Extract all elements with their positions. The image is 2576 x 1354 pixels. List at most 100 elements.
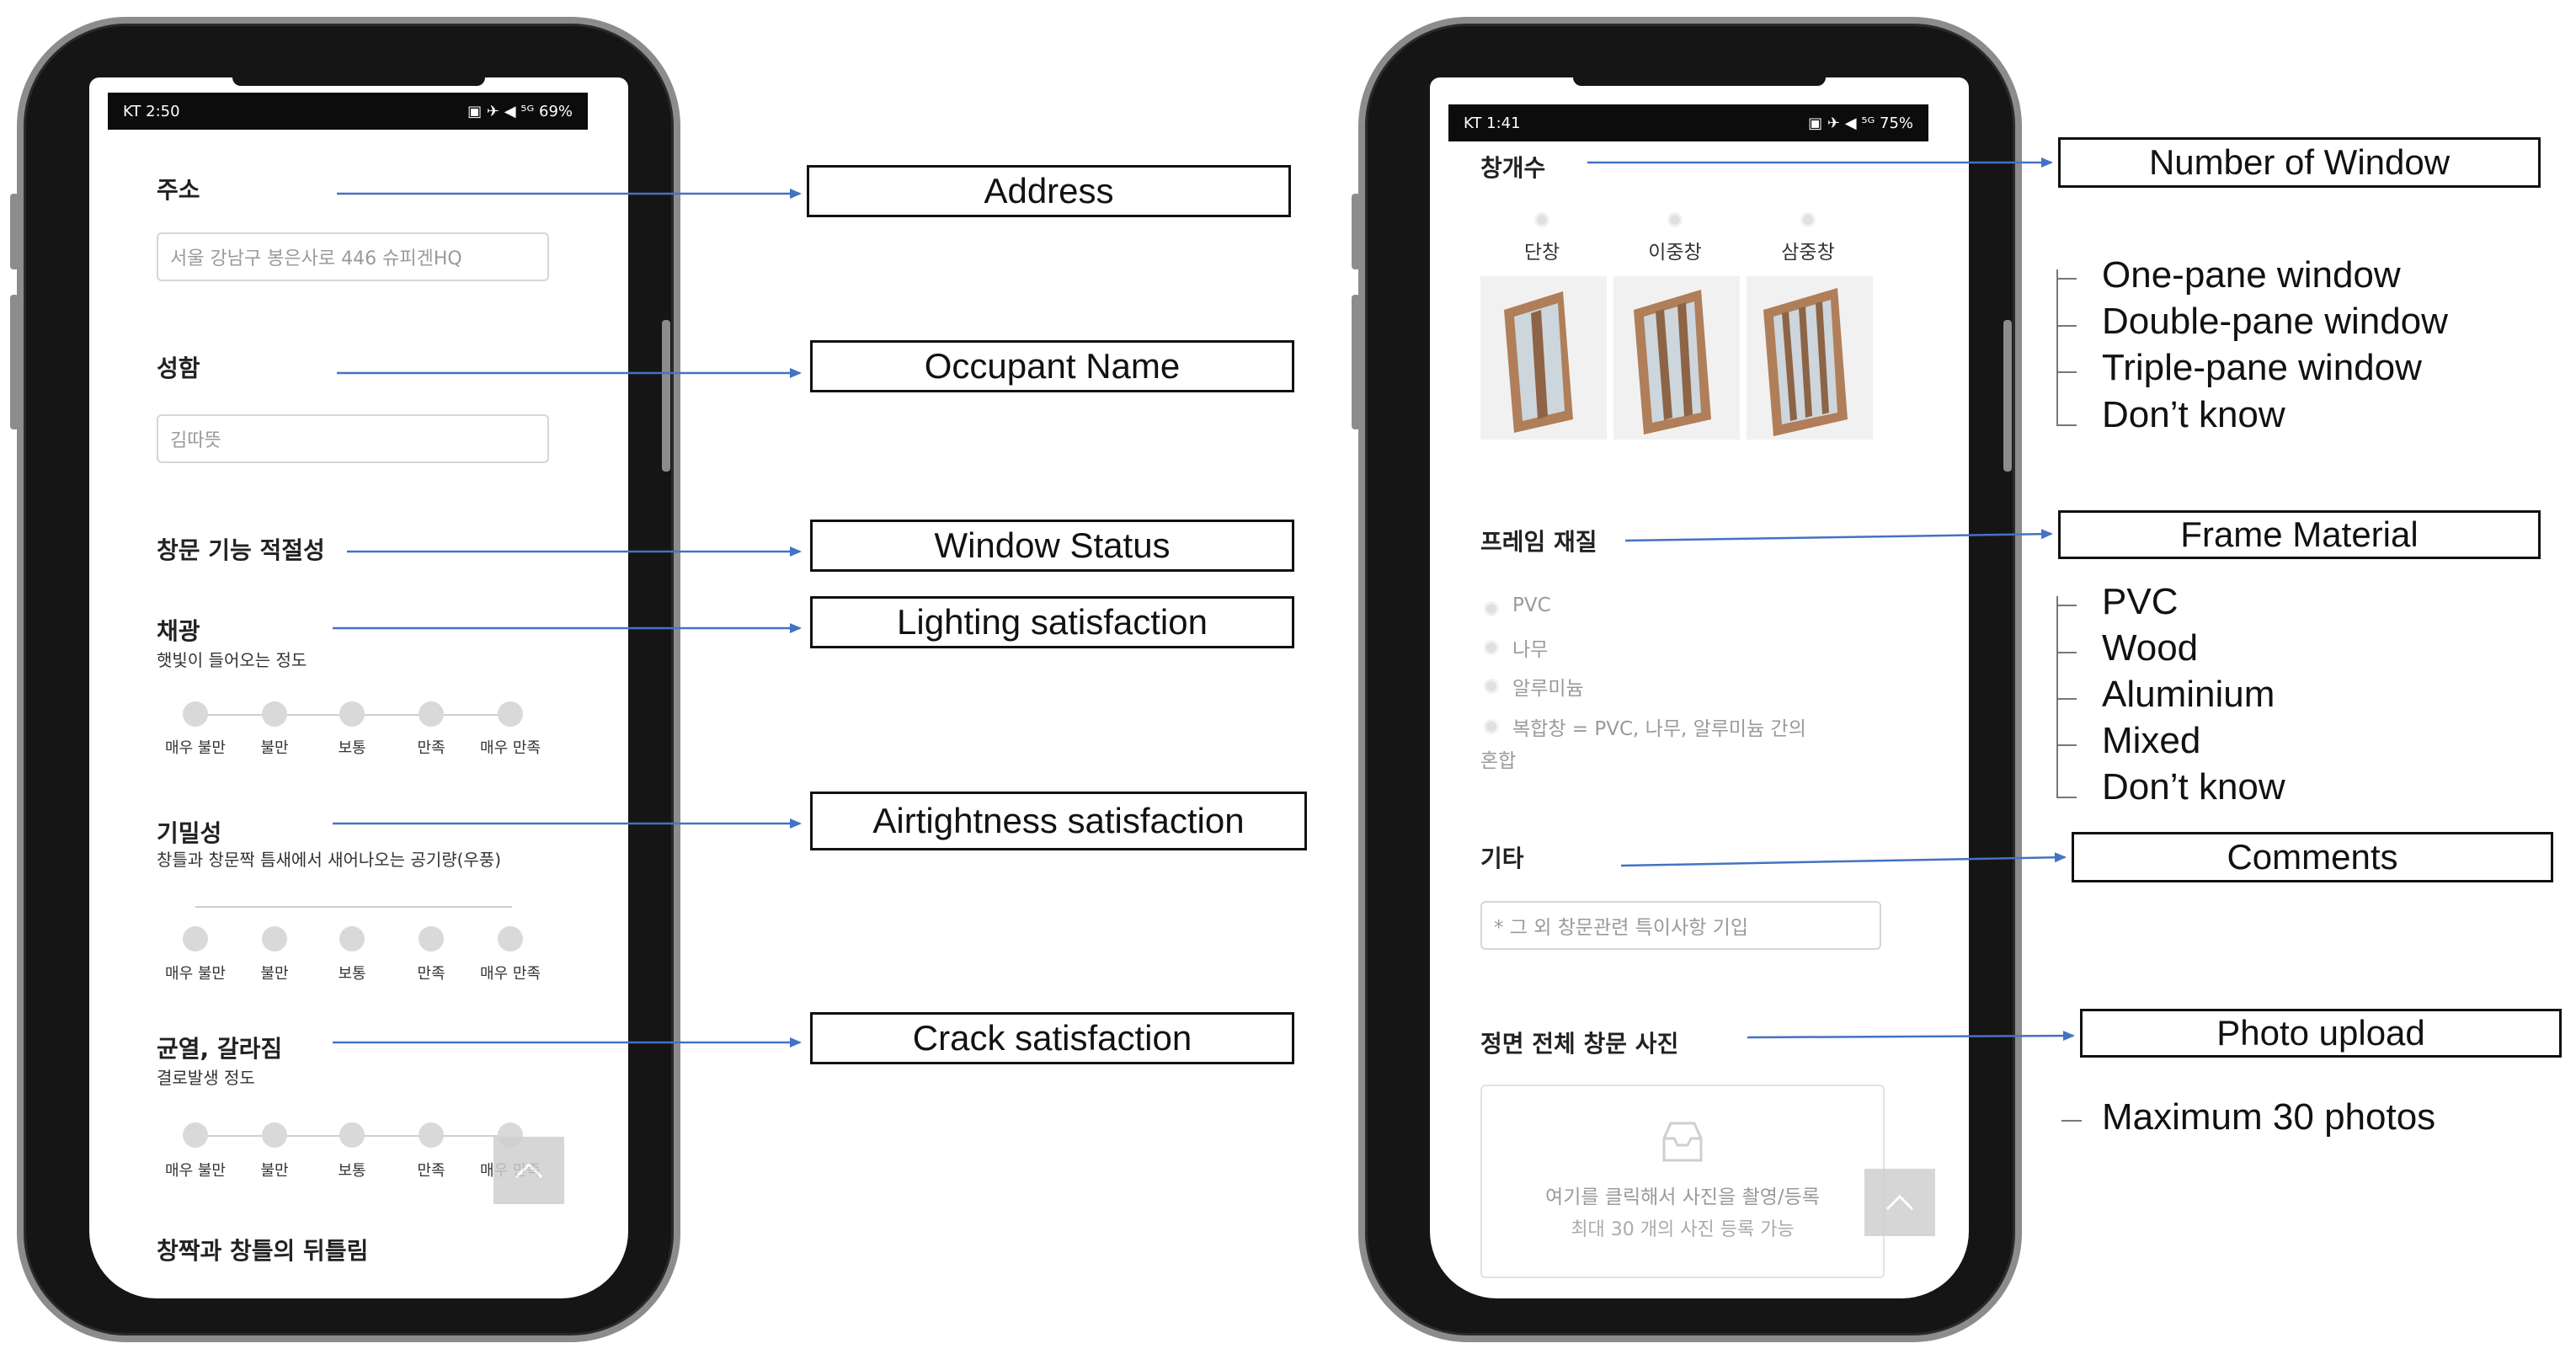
window-count-radio-3[interactable] — [1800, 212, 1816, 227]
airtight-radio-3[interactable] — [339, 926, 365, 952]
scale-label: 만족 — [417, 1162, 445, 1180]
frame-radio-mixed[interactable] — [1484, 719, 1499, 734]
window-count-option: 단창 — [1523, 242, 1560, 264]
address-title: 주소 — [157, 176, 200, 204]
status-indicators: ▣ ✈ ◀ ⁵ᴳ 75% — [1808, 114, 1913, 132]
status-carrier-time: KT 1:41 — [1464, 114, 1521, 132]
scale-label: 매우 만족 — [480, 739, 541, 757]
scale-label: 매우 만족 — [480, 965, 541, 983]
scale-label: 만족 — [417, 739, 445, 757]
legend-tick — [2056, 797, 2077, 798]
scroll-top-button[interactable] — [493, 1137, 564, 1204]
frame-material-title: 프레임 재질 — [1480, 528, 1597, 556]
frame-radio-aluminium[interactable] — [1484, 679, 1499, 694]
photo-title: 정면 전체 창문 사진 — [1480, 1030, 1679, 1058]
legend-triple-pane: Triple-pane window — [2102, 347, 2422, 388]
airtight-radio-4[interactable] — [419, 926, 444, 952]
scale-label: 불만 — [260, 1162, 289, 1180]
comments-input[interactable]: * 그 외 창문관련 특이사항 기입 — [1480, 901, 1881, 950]
address-input[interactable]: 서울 강남구 봉은사로 446 슈피겐HQ — [157, 232, 549, 281]
lighting-title: 채광 — [157, 617, 200, 645]
window-count-title: 창개수 — [1480, 154, 1546, 182]
window-status-title: 창문 기능 적절성 — [157, 536, 325, 564]
right-phone-volume-button — [1352, 194, 1360, 269]
single-pane-window-image[interactable] — [1480, 276, 1607, 440]
legend-tick — [2056, 325, 2077, 327]
airtight-radio-1[interactable] — [183, 926, 208, 952]
frame-option-aluminium: 알루미늄 — [1512, 678, 1584, 700]
legend-aluminium: Aluminium — [2102, 674, 2275, 715]
frame-radio-wood[interactable] — [1484, 640, 1499, 655]
airtight-radio-5[interactable] — [498, 926, 523, 952]
lighting-radio-1[interactable] — [183, 701, 208, 727]
callout-occupant-name: Occupant Name — [810, 340, 1294, 392]
scale-label: 보통 — [338, 739, 366, 757]
legend-tick — [2056, 605, 2077, 606]
scroll-top-button[interactable] — [1864, 1169, 1935, 1236]
legend-tick — [2061, 1120, 2082, 1122]
window-count-option: 이중창 — [1648, 242, 1702, 264]
lighting-radio-4[interactable] — [419, 701, 444, 727]
legend-tick — [2056, 698, 2077, 700]
airtight-title: 기밀성 — [157, 819, 222, 847]
arrow-comments — [1620, 852, 2067, 867]
right-phone-side-button — [1352, 295, 1360, 429]
scale-label: 보통 — [338, 1162, 366, 1180]
notch — [232, 77, 485, 86]
frame-option-wood: 나무 — [1512, 639, 1549, 661]
window-count-radio-2[interactable] — [1667, 212, 1683, 227]
status-carrier-time: KT 2:50 — [123, 102, 180, 120]
chevron-up-icon — [1885, 1194, 1914, 1211]
left-phone-side-button — [10, 295, 19, 429]
crack-radio-3[interactable] — [339, 1122, 365, 1148]
photo-upload-line1: 여기를 클릭해서 사진을 촬영/등록 — [1545, 1186, 1820, 1208]
scale-label: 매우 불만 — [165, 965, 226, 983]
scale-label: 매우 불만 — [165, 1162, 226, 1180]
right-phone-power-button — [2003, 320, 2012, 472]
photo-upload-line2: 최대 30 개의 사진 등록 가능 — [1571, 1219, 1795, 1240]
airtight-divider — [195, 906, 512, 908]
airtight-radio-2[interactable] — [262, 926, 287, 952]
lighting-radio-5[interactable] — [498, 701, 523, 727]
legend-max-photos: Maximum 30 photos — [2102, 1096, 2436, 1138]
scale-label: 보통 — [338, 965, 366, 983]
callout-window-number: Number of Window — [2058, 137, 2541, 188]
legend-pvc: PVC — [2102, 581, 2179, 622]
status-bar: KT 2:50 ▣ ✈ ◀ ⁵ᴳ 69% — [108, 93, 588, 130]
airtight-desc: 창틀과 창문짝 틈새에서 새어나오는 공기량(우풍) — [157, 850, 502, 870]
scale-label: 불만 — [260, 965, 289, 983]
double-pane-window-image[interactable] — [1613, 276, 1740, 440]
arrow-frame — [1624, 529, 2053, 542]
frame-radio-pvc[interactable] — [1484, 601, 1499, 616]
twist-title: 창짝과 창틀의 뒤틀림 — [157, 1237, 369, 1265]
frame-option-mixed: 복합창 = PVC, 나무, 알루미늄 간의 — [1512, 718, 1806, 740]
callout-airtightness: Airtightness satisfaction — [810, 792, 1307, 850]
scale-label: 매우 불만 — [165, 739, 226, 757]
scale-label: 만족 — [417, 965, 445, 983]
frame-option-pvc: PVC — [1512, 594, 1551, 616]
crack-radio-1[interactable] — [183, 1122, 208, 1148]
crack-radio-4[interactable] — [419, 1122, 444, 1148]
window-count-radio-1[interactable] — [1534, 212, 1549, 227]
legend-material-dont-know: Don’t know — [2102, 766, 2285, 808]
status-bar: KT 1:41 ▣ ✈ ◀ ⁵ᴳ 75% — [1448, 104, 1928, 141]
materials-bracket — [2056, 596, 2058, 798]
name-input[interactable]: 김따뜻 — [157, 414, 549, 463]
scale-label: 불만 — [260, 739, 289, 757]
arrow-photo — [1747, 1031, 2075, 1042]
lighting-radio-3[interactable] — [339, 701, 365, 727]
legend-dont-know: Don’t know — [2102, 394, 2285, 435]
crack-radio-2[interactable] — [262, 1122, 287, 1148]
lighting-radio-2[interactable] — [262, 701, 287, 727]
window-count-option: 삼중창 — [1781, 242, 1835, 264]
legend-wood: Wood — [2102, 627, 2199, 669]
triple-pane-window-image[interactable] — [1747, 276, 1873, 440]
left-phone-screen: KT 2:50 ▣ ✈ ◀ ⁵ᴳ 69% 주소 서울 강남구 봉은사로 446 … — [89, 77, 628, 1298]
inbox-icon — [1662, 1122, 1703, 1162]
photo-upload-area[interactable]: 여기를 클릭해서 사진을 촬영/등록 최대 30 개의 사진 등록 가능 — [1480, 1085, 1885, 1278]
legend-tick — [2056, 744, 2077, 746]
legend-tick — [2056, 278, 2077, 280]
right-phone-screen: KT 1:41 ▣ ✈ ◀ ⁵ᴳ 75% 창개수 단창 이중창 삼중창 — [1430, 77, 1969, 1298]
notch — [1573, 77, 1826, 86]
crack-desc: 결로발생 정도 — [157, 1068, 255, 1088]
